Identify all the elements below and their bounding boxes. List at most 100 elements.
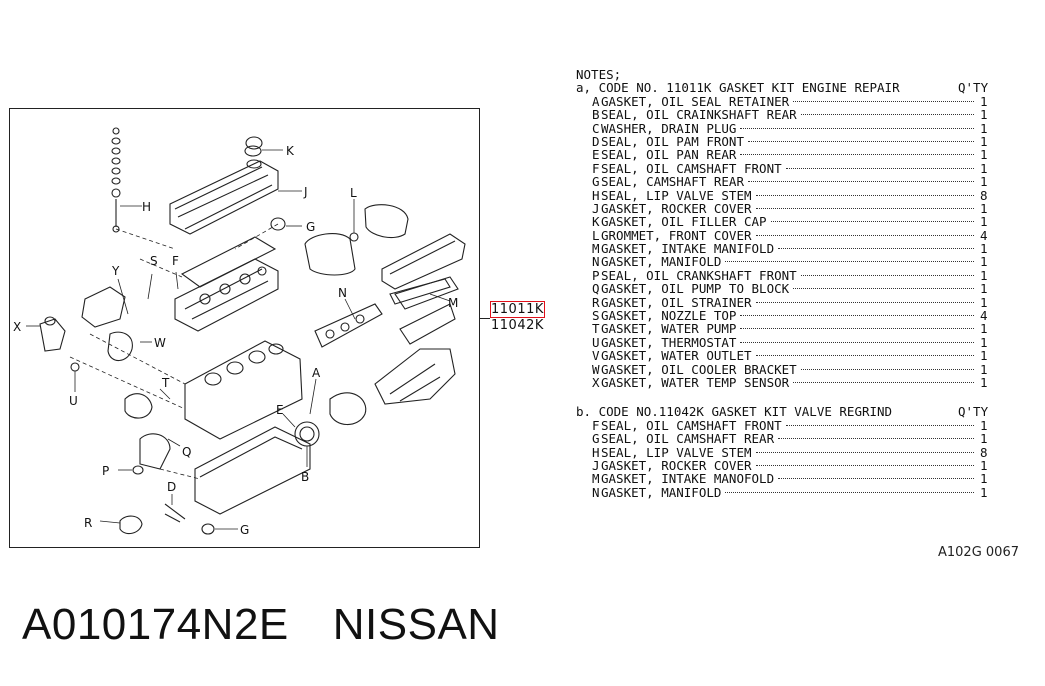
part-letter: Q [592, 281, 600, 297]
dot-leader [756, 355, 974, 357]
part-description: GASKET, OIL PUMP TO BLOCK [601, 281, 790, 297]
front-cover-gaskets-drawing [304, 204, 409, 276]
part-letter: E [592, 147, 600, 163]
dot-leader [793, 288, 974, 290]
part-letter: H [592, 187, 600, 203]
intake-manifold-drawing [381, 233, 466, 345]
part-quantity: 1 [980, 254, 988, 270]
callout-g2: G [240, 523, 249, 537]
part-description: GASKET, OIL FILLER CAP [601, 214, 767, 230]
part-quantity: 1 [980, 93, 988, 109]
part-description: GASKET, OIL SEAL RETAINER [601, 93, 790, 109]
part-letter: H [592, 444, 600, 460]
part-letter: R [592, 294, 600, 310]
dot-leader [725, 491, 974, 493]
dot-leader [786, 167, 974, 169]
part-quantity: 1 [980, 334, 988, 350]
callout-h: H [142, 200, 151, 214]
callout-letters: K J H G L S F Y M N X W U T A E Q B P D … [13, 144, 458, 537]
part-description: SEAL, OIL CRANKSHAFT FRONT [601, 267, 797, 283]
dot-leader [778, 248, 974, 250]
part-letter: P [592, 267, 600, 283]
part-letter: V [592, 348, 600, 364]
part-letter: W [592, 361, 600, 377]
part-letter: X [592, 374, 600, 390]
callout-r: R [84, 516, 92, 530]
kit-code-11011k[interactable]: 11011K [490, 301, 545, 318]
dot-leader [793, 381, 974, 383]
exploded-parts-diagram: K J H G L S F Y M N X W U T A E Q B P D … [9, 108, 480, 548]
part-quantity: 1 [980, 107, 988, 123]
part-quantity: 1 [980, 457, 988, 473]
part-description: SEAL, OIL CRAINKSHAFT REAR [601, 107, 797, 123]
section-b-header: b. CODE NO.11042K GASKET KIT VALVE REGRI… [576, 404, 1045, 420]
dot-leader [801, 368, 974, 370]
part-quantity: 1 [980, 133, 988, 149]
assembly-guide-lines [69, 223, 279, 480]
part-description: SEAL, OIL CAMSHAFT REAR [601, 431, 775, 447]
callout-e: E [276, 403, 284, 417]
part-letter: J [592, 200, 600, 216]
code-leader-line [480, 318, 490, 319]
part-quantity: 1 [980, 361, 988, 377]
part-quantity: 1 [980, 174, 988, 190]
kit-code-11042k[interactable]: 11042K [491, 318, 544, 333]
callout-t: T [161, 376, 170, 390]
callout-p: P [102, 464, 109, 478]
section-a-qty-header: Q'TY [958, 80, 989, 96]
part-quantity: 1 [980, 267, 988, 283]
part-description: SEAL, LIP VALVE STEM [601, 187, 752, 203]
part-description: GASKET, NOZZLE TOP [601, 308, 737, 324]
part-letter: M [592, 241, 600, 257]
dot-leader [778, 478, 974, 480]
part-letter: K [592, 214, 600, 230]
callout-m: M [448, 296, 458, 310]
part-quantity: 1 [980, 281, 988, 297]
part-description: GASKET, ROCKER COVER [601, 200, 752, 216]
notes-panel: NOTES; a, CODE NO. 11011K GASKET KIT ENG… [576, 68, 1045, 499]
part-description: WASHER, DRAIN PLUG [601, 120, 737, 136]
part-letter: M [592, 471, 600, 487]
part-description: GASKET, THERMOSTAT [601, 334, 737, 350]
valve-stem-seals-drawing [111, 127, 121, 233]
dot-leader [786, 424, 974, 426]
dot-leader [725, 261, 974, 263]
part-quantity: 1 [980, 160, 988, 176]
part-letter: L [592, 227, 600, 243]
part-quantity: 1 [980, 147, 988, 163]
section-b-qty-header: Q'TY [958, 404, 989, 420]
callout-x: X [13, 320, 21, 334]
callout-y: Y [111, 264, 120, 278]
part-letter: N [592, 484, 600, 500]
notes-title: NOTES; [576, 68, 1045, 81]
part-description: SEAL, LIP VALVE STEM [601, 444, 752, 460]
notes-title-text: NOTES; [576, 67, 622, 82]
part-letter: C [592, 120, 600, 136]
dot-leader [756, 234, 974, 236]
callout-f: F [172, 254, 179, 268]
part-quantity: 1 [980, 214, 988, 230]
part-description: SEAL, OIL PAM FRONT [601, 133, 744, 149]
dot-leader [748, 140, 974, 142]
part-quantity: 1 [980, 241, 988, 257]
callout-u: U [69, 394, 78, 408]
